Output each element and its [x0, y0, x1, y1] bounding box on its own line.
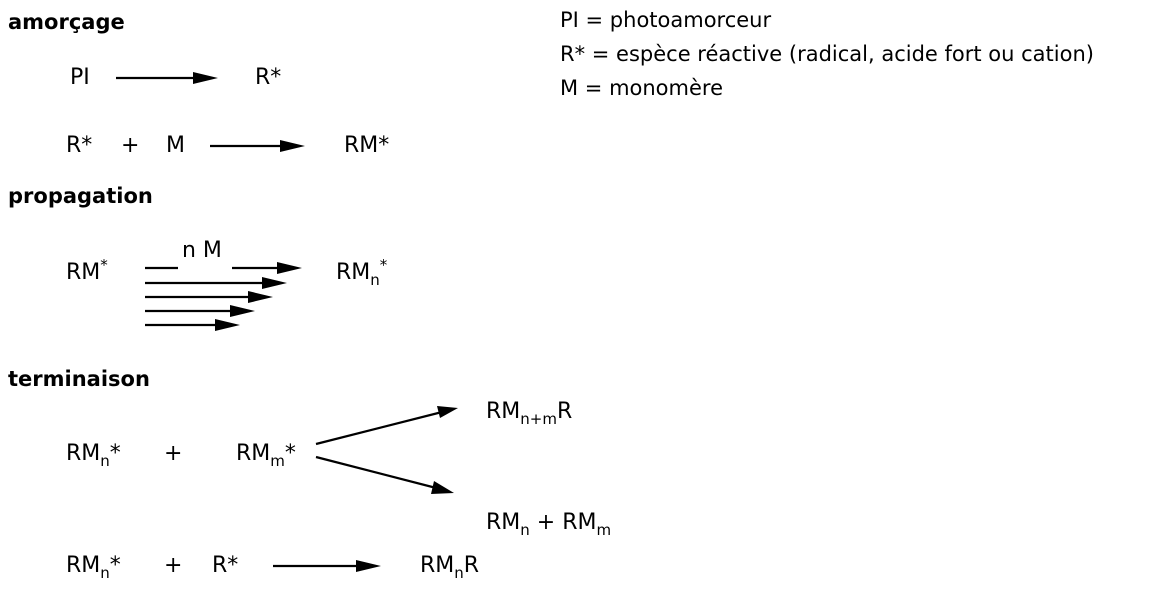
reactant-reactive-species-2: R* — [212, 553, 239, 578]
legend-photoinitiator: PI = photoamorceur — [560, 8, 772, 32]
plus-sign: + — [121, 133, 140, 158]
plus-sign: + — [164, 441, 183, 466]
reactant-rm-star: RM* — [66, 256, 108, 285]
product-rmn-star: RMn* — [336, 256, 388, 289]
plus-sign: + — [164, 553, 183, 578]
arrow-label-n-monomer: n M — [182, 238, 222, 263]
heading-termination: terminaison — [8, 367, 150, 391]
legend-monomer: M = monomère — [560, 76, 723, 100]
product-rm-star: RM* — [344, 133, 390, 158]
heading-initiation: amorçage — [8, 10, 125, 34]
reactant-rmn-star-2: RMn* — [66, 553, 121, 582]
reactant-reactive-species: R* — [66, 133, 93, 158]
product-combination: RMn+mR — [486, 399, 573, 428]
reactant-rmn-star: RMn* — [66, 441, 121, 470]
arrow-termination-combination — [315, 408, 451, 446]
product-disproportionation: RMn + RMm — [486, 510, 612, 539]
arrow-propagation — [145, 262, 302, 331]
arrow-termination-disproportionation — [315, 455, 445, 492]
legend-reactive-species: R* = espèce réactive (radical, acide for… — [560, 42, 1094, 66]
heading-propagation: propagation — [8, 184, 153, 208]
reactant-rmm-star: RMm* — [236, 441, 296, 470]
product-reactive-species: R* — [255, 65, 282, 90]
reactant-photoinitiator: PI — [70, 65, 90, 90]
reactant-monomer: M — [166, 133, 185, 158]
product-rmnr: RMnR — [420, 553, 480, 582]
